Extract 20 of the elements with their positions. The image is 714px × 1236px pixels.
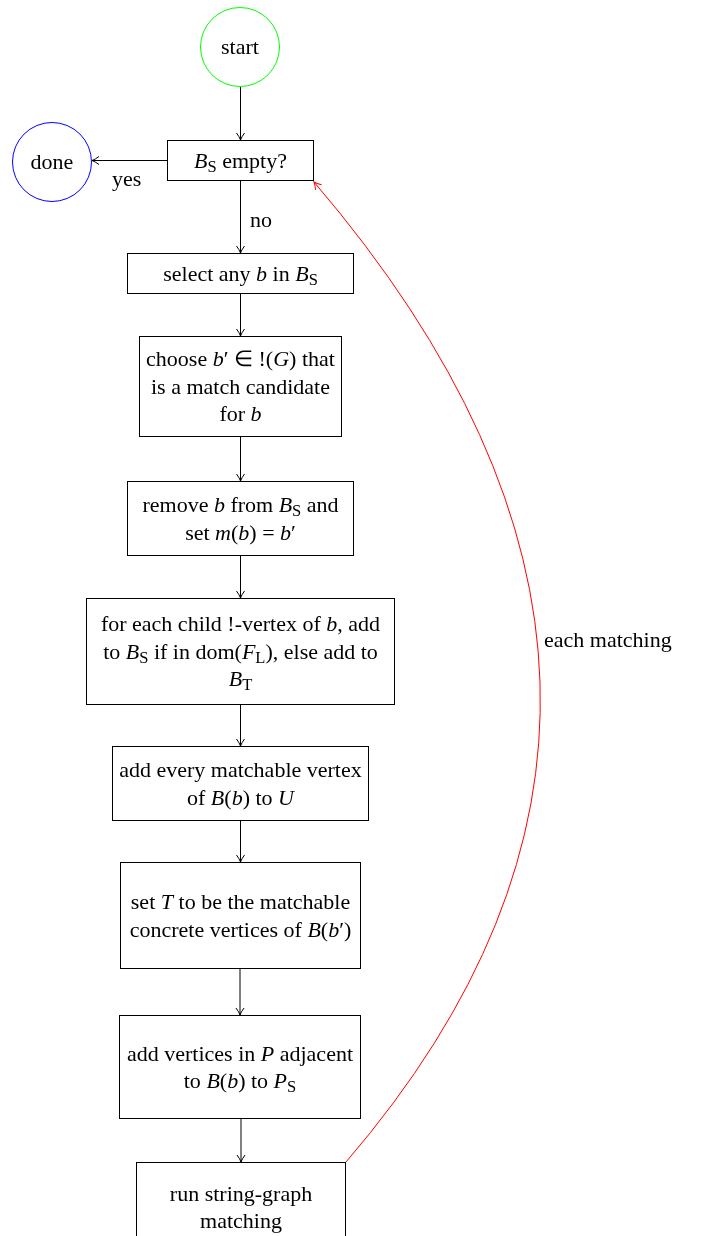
node-text: done	[30, 148, 74, 176]
node-text: add every matchable vertex of B(b) to U	[118, 756, 363, 811]
node-text: remove b from B$_{S}$ and set m(b) = b′	[141, 491, 340, 546]
node-text: set T to be the matchable concrete vertices of B(b′)	[128, 888, 353, 943]
process-box	[167, 140, 314, 181]
process-box	[119, 1015, 361, 1119]
process-box	[136, 1162, 346, 1236]
process-box	[139, 336, 342, 437]
node-text: run string-graph matching	[168, 1179, 314, 1235]
process-box	[120, 862, 361, 969]
node-text: for each child !-vertex of b, add to B$_{S}$ if in dom(F$_{L}$), else add to B$_{T}$	[99, 610, 382, 693]
node-text: add vertices in P adjacent to B(b) to P$_{S}$	[125, 1039, 354, 1095]
process-box	[127, 253, 354, 294]
process-box	[86, 598, 395, 705]
node-text: select any b in B$_{S}$	[163, 259, 318, 288]
process-box	[112, 746, 369, 821]
process-box	[127, 481, 354, 556]
node-text: start	[221, 33, 259, 61]
node-text: choose b′ ∈ !(G) that is a match candidate for b	[145, 345, 336, 428]
node-text: B$_{S}$ empty?	[194, 146, 287, 175]
